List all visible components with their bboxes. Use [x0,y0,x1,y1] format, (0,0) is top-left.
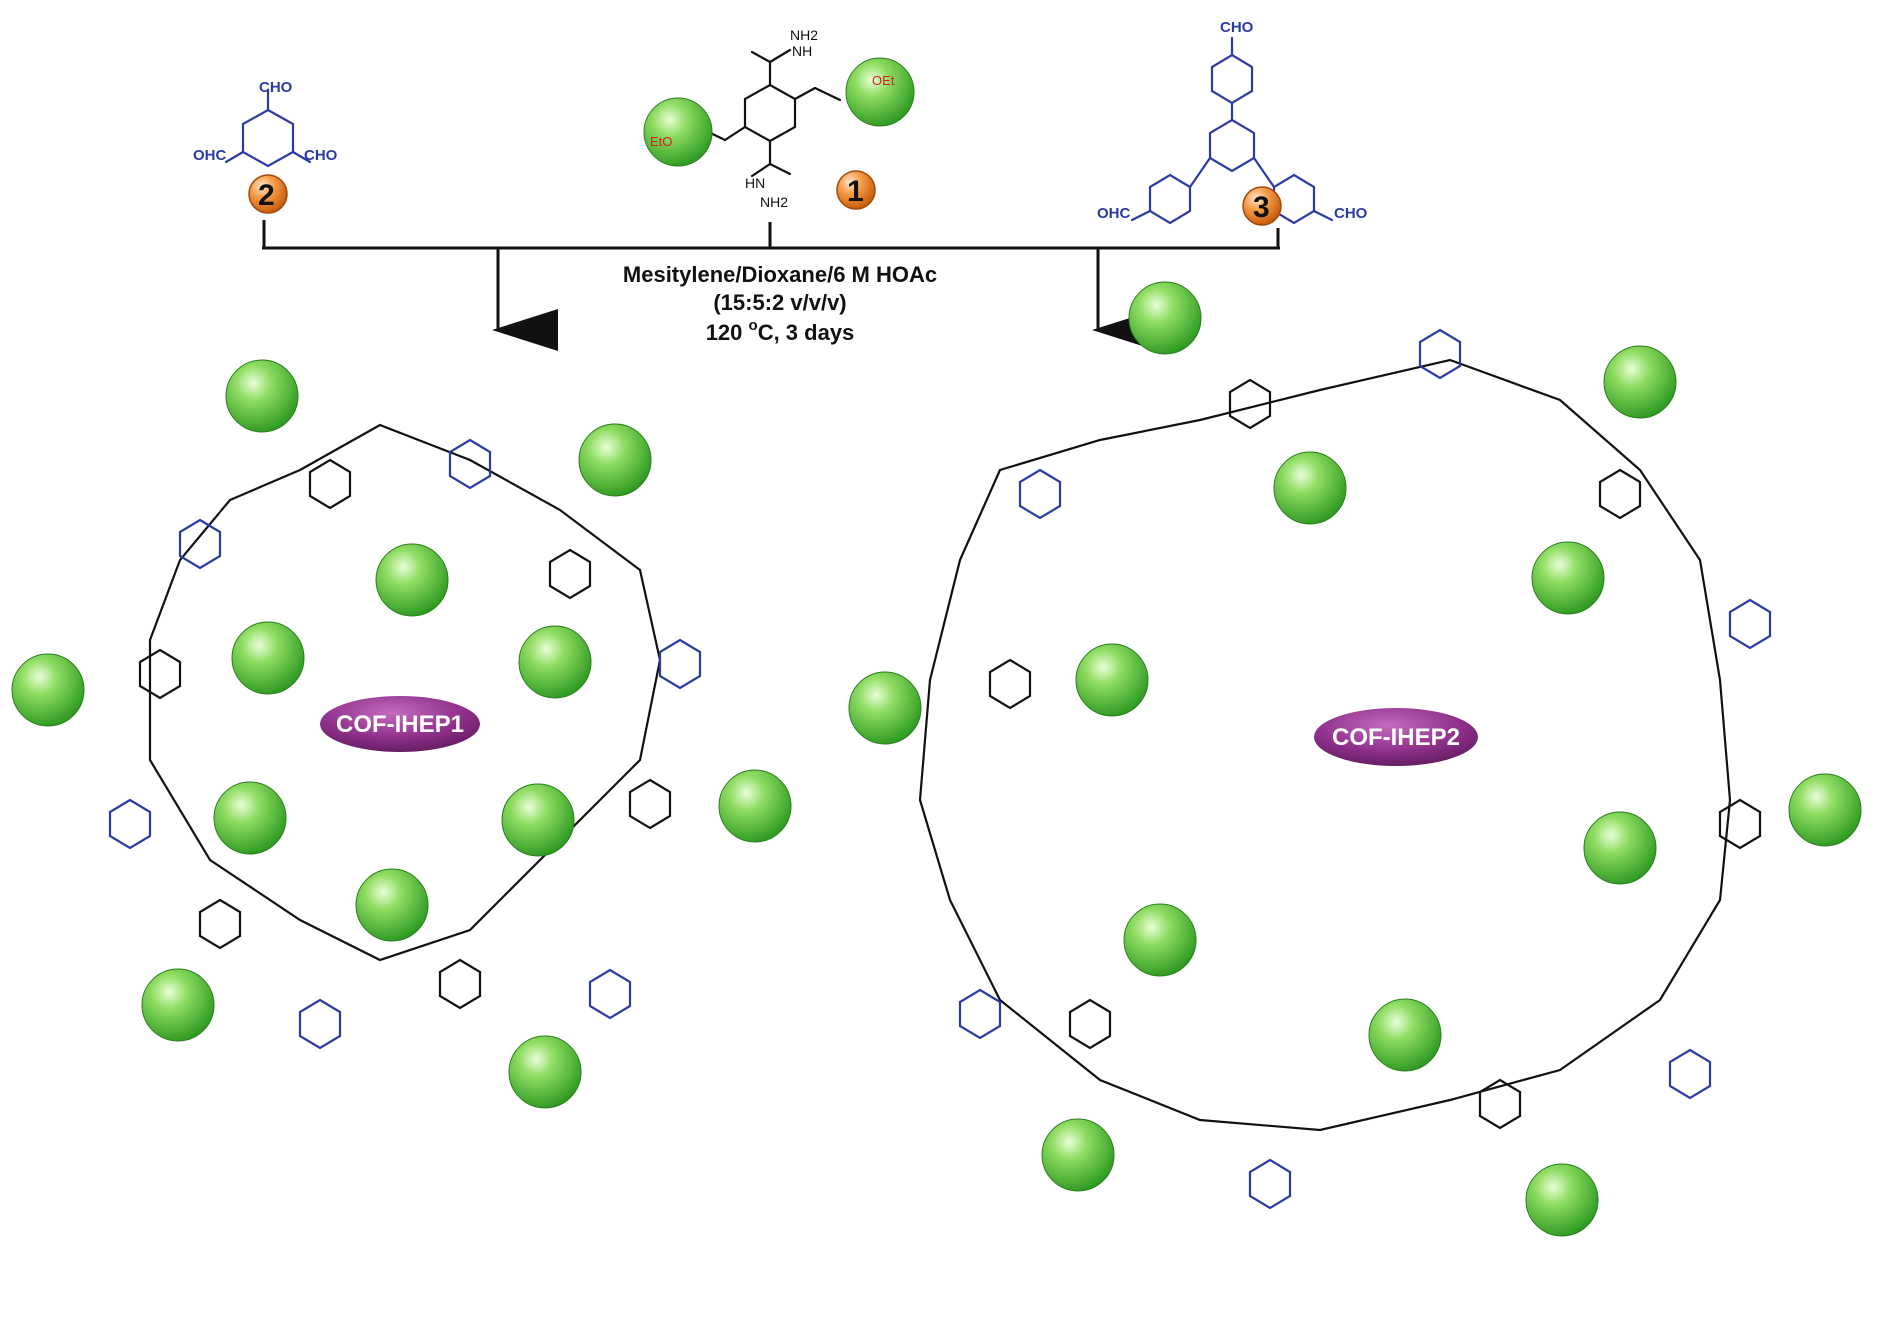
cof-ihep1-framework [108,423,702,1050]
cho-label-right: CHO [1334,205,1368,222]
compound-3-badge: 3 [1242,186,1282,226]
nh-top: NH [792,43,812,59]
conditions-temperature-time: 120 oC, 3 days [706,317,855,345]
conditions-ratio: (15:5:2 v/v/v) [713,290,846,315]
nh2-bottom: NH2 [760,194,788,210]
cof-ihep2-text: COF-IHEP2 [1332,724,1460,751]
ohc-label-left: OHC [193,147,227,164]
eto-label: EtO [650,134,672,149]
compound-1-structure: NH2 NH HN NH2 [698,27,842,210]
reaction-arrows [262,220,1280,351]
compound-1-badge: 1 [836,170,876,210]
phosphonate-sphere: EtO [643,97,713,167]
nh2-top: NH2 [790,27,818,43]
reaction-conditions: Mesitylene/Dioxane/6 M HOAc (15:5:2 v/v/… [623,262,937,345]
oet-label: OEt [872,73,895,88]
compound-3-number: 3 [1253,191,1270,224]
cof-ihep2-phosphonate-spheres [848,281,1862,1237]
cof-ihep1-label: COF-IHEP1 [320,696,480,752]
cof-ihep1-text: COF-IHEP1 [336,711,464,738]
cof-ihep1-phosphonate-spheres [11,359,792,1109]
phosphonate-sphere: OEt [845,57,915,127]
cho-label-top: CHO [1220,19,1254,36]
compound-3-structure: CHO OHC CHO [1097,19,1368,225]
cof-ihep2-label: COF-IHEP2 [1314,708,1478,766]
compound-2-structure: CHO OHC CHO [193,79,338,168]
ohc-label-left: OHC [1097,205,1131,222]
compound-1-number: 1 [847,175,864,208]
cho-label-top: CHO [259,79,293,96]
hn-bottom: HN [745,175,765,191]
cof-ihep2-framework [918,328,1772,1210]
compound-2-badge: 2 [248,174,288,214]
cho-label-right: CHO [304,147,338,164]
compound-2-number: 2 [258,179,275,212]
conditions-solvent: Mesitylene/Dioxane/6 M HOAc [623,262,937,287]
